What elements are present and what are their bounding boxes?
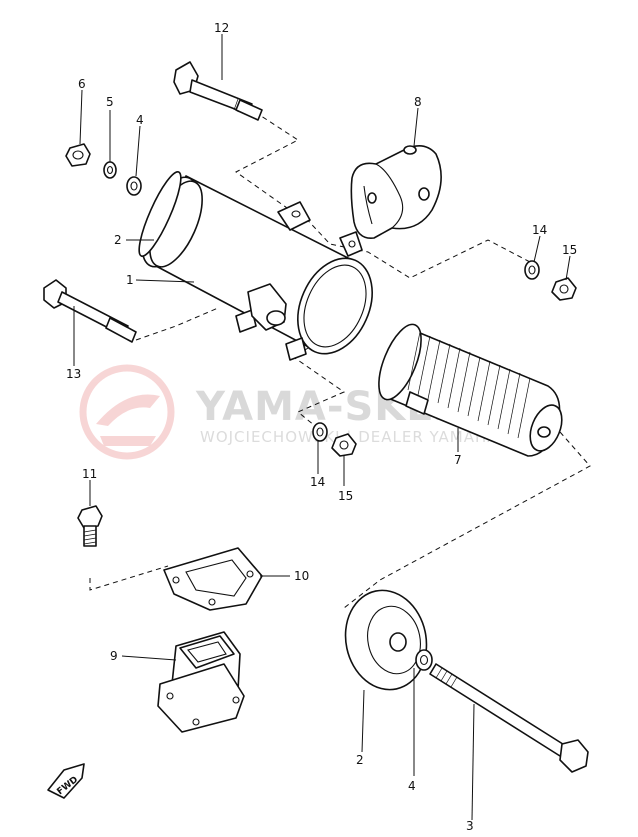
- callout-14-lower: 14: [310, 475, 325, 489]
- washer-5a: [103, 161, 117, 179]
- callout-4: 4: [136, 113, 144, 127]
- callout-1: 1: [126, 273, 134, 287]
- end-cap-2a: [138, 170, 182, 258]
- washer-14a: [524, 260, 540, 280]
- callout-9: 9: [110, 649, 118, 663]
- watermark-logo-icon: [79, 364, 175, 460]
- bracket-8: [350, 145, 442, 239]
- callout-7: 7: [454, 453, 462, 467]
- gasket-10: [163, 547, 263, 611]
- nut-15a: [551, 277, 577, 301]
- muffler-1: [141, 175, 373, 361]
- callout-4-lower: 4: [408, 779, 416, 793]
- callout-8: 8: [414, 95, 422, 109]
- callout-11: 11: [82, 467, 97, 481]
- silencer-insert-7: [378, 323, 563, 457]
- callout-5: 5: [106, 95, 114, 109]
- callout-2-lower: 2: [356, 753, 364, 767]
- washer-14b: [312, 422, 328, 442]
- washer-4a: [126, 176, 142, 196]
- callout-14: 14: [532, 223, 547, 237]
- bolt-11: [77, 505, 103, 547]
- end-cap-2b: [344, 589, 428, 691]
- callout-12: 12: [214, 21, 229, 35]
- callout-6: 6: [78, 77, 86, 91]
- fwd-arrow-icon: FWD: [47, 763, 85, 799]
- bolt-12: [173, 61, 263, 121]
- leader-lines: [73, 34, 571, 821]
- bolt-13: [43, 279, 137, 343]
- callout-15: 15: [562, 243, 577, 257]
- callout-labels: 12 6 5 4 8 2 1 14 15 13 7 14 15 11 10 9 …: [66, 21, 577, 833]
- callout-2: 2: [114, 233, 122, 247]
- callout-3: 3: [466, 819, 474, 832]
- manifold-9: [157, 631, 245, 733]
- bolt-3: [429, 663, 589, 773]
- nut-15b: [331, 433, 357, 457]
- callout-15-lower: 15: [338, 489, 353, 503]
- callout-10: 10: [294, 569, 309, 583]
- washer-4b: [415, 649, 433, 671]
- callout-13: 13: [66, 367, 81, 381]
- nut-6: [65, 143, 91, 167]
